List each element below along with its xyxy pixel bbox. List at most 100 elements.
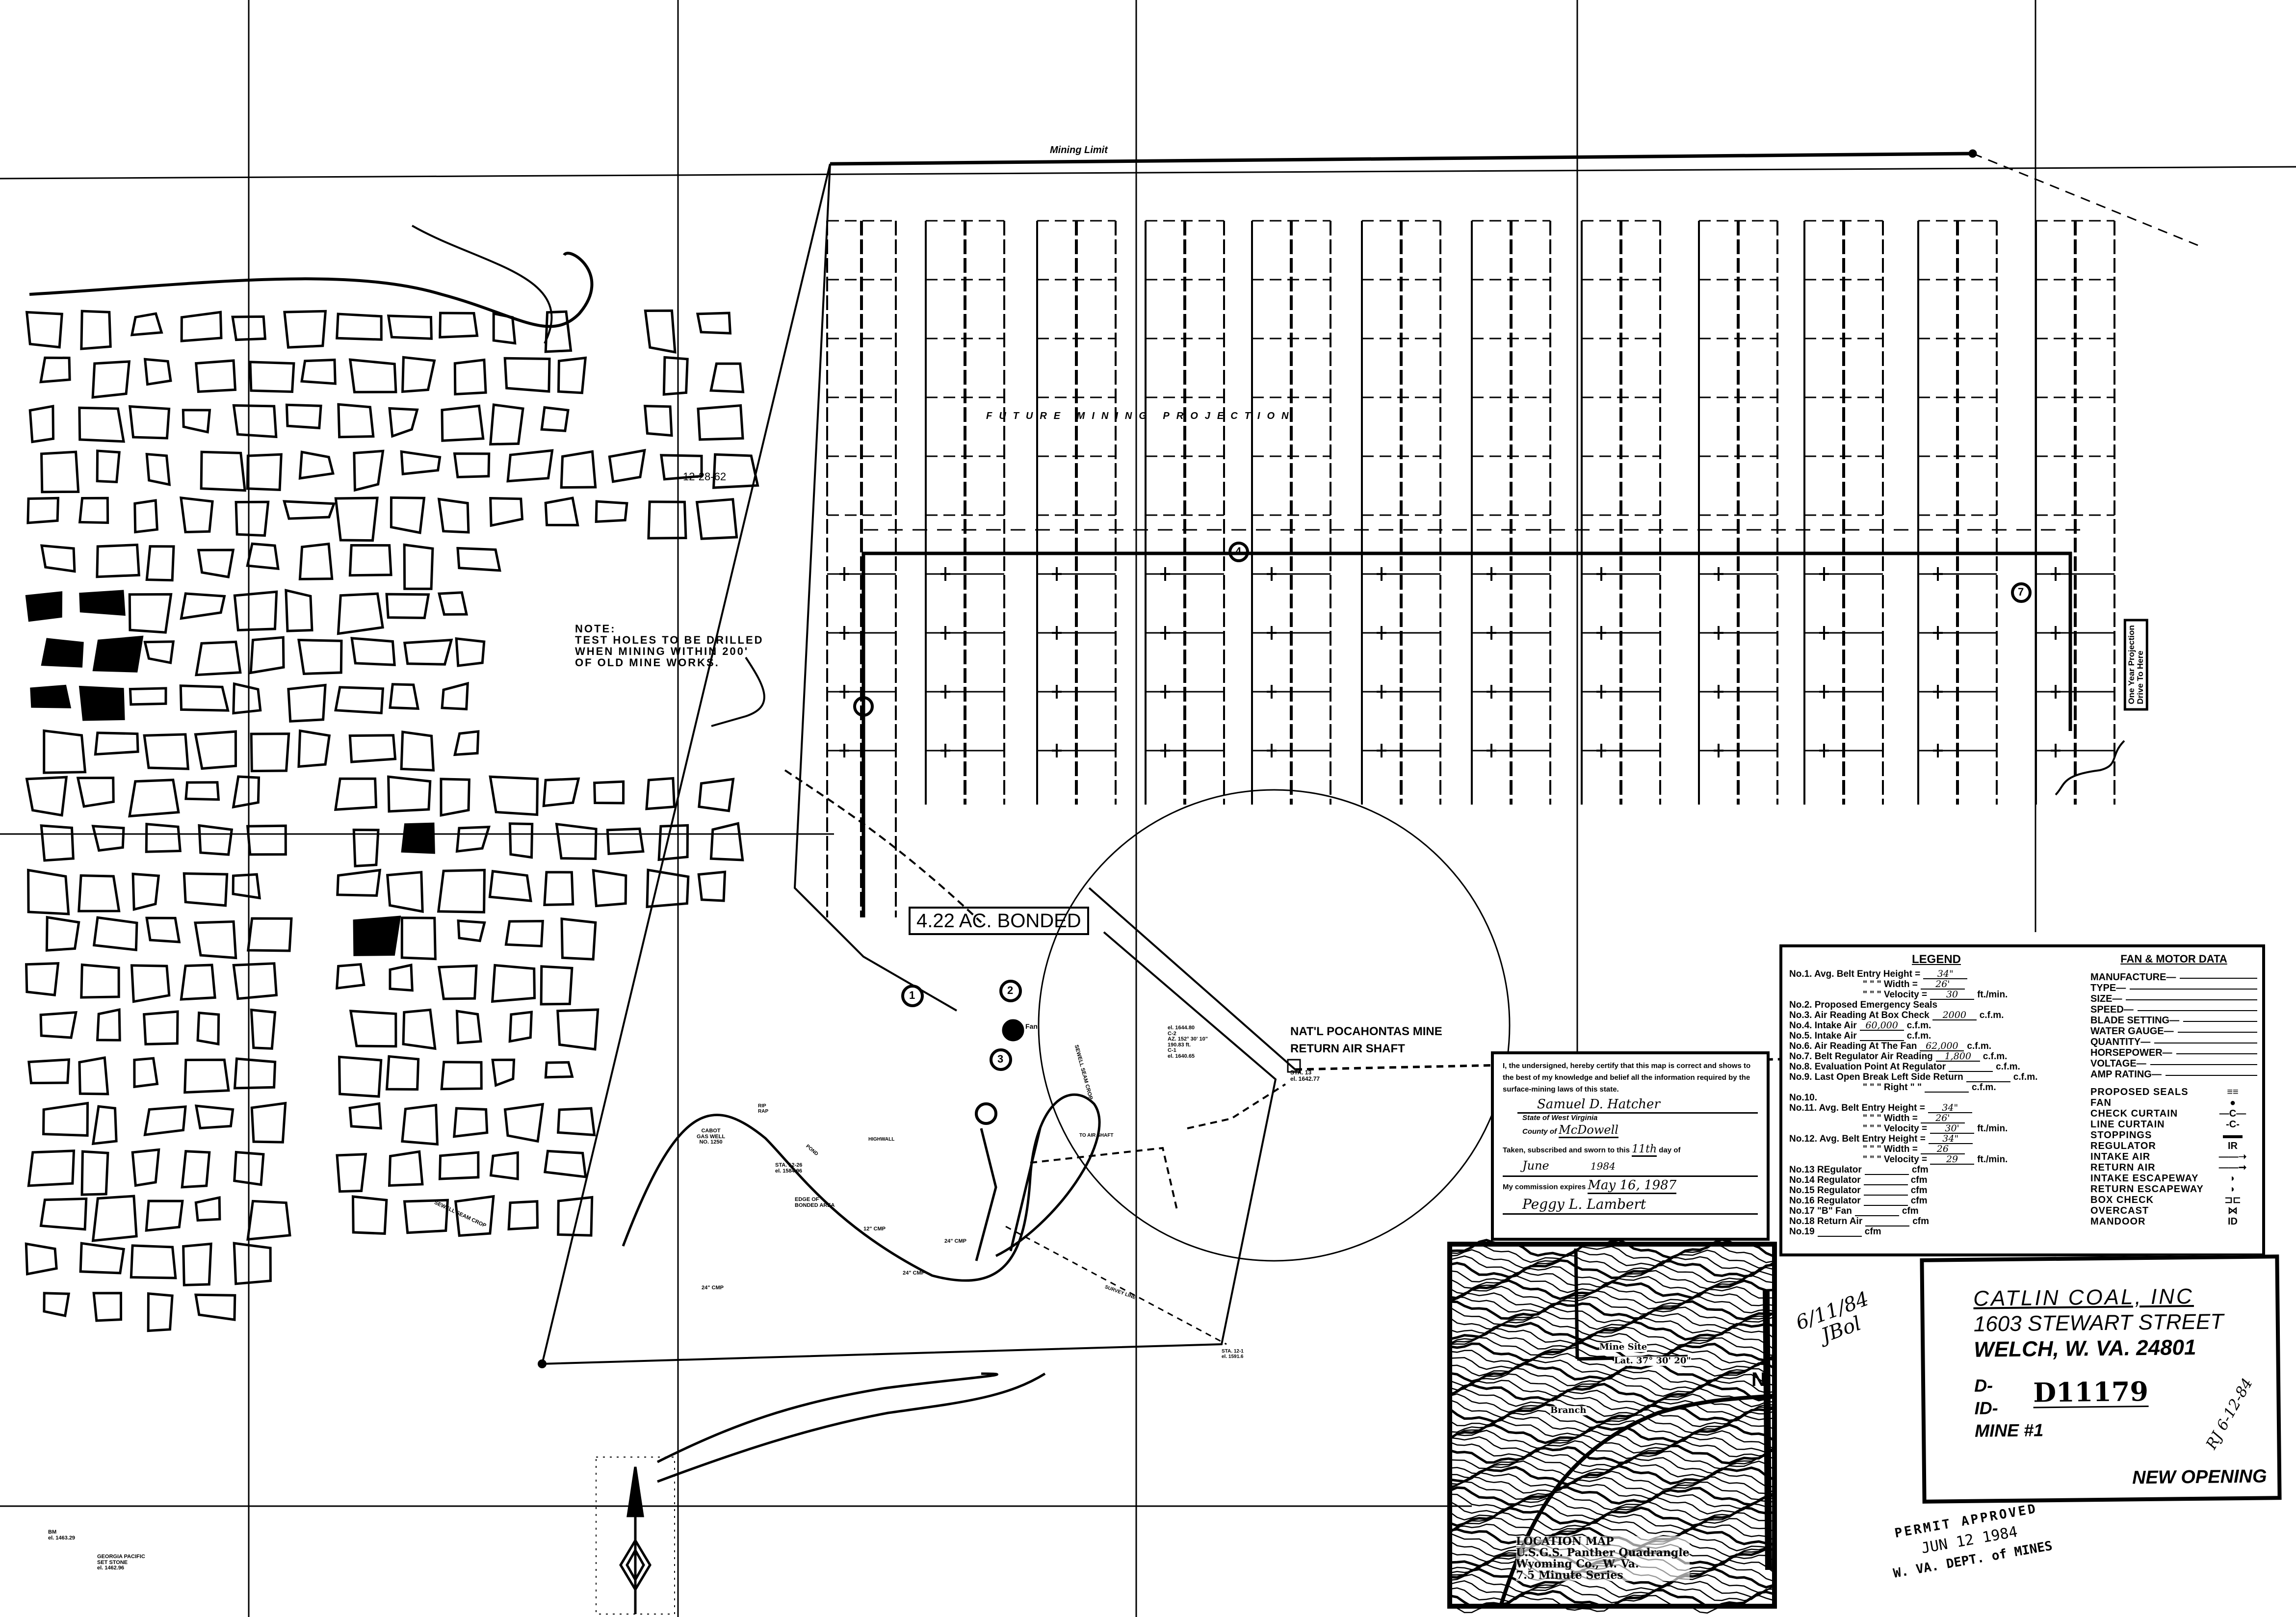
legend-item-label: No.10. [1789, 1093, 1818, 1103]
stopping-mark [2051, 685, 2061, 699]
coal-pillar [180, 311, 223, 342]
coal-pillar [389, 964, 414, 992]
stopping-mark [1052, 685, 1062, 699]
stopping-mark [839, 626, 849, 640]
coal-pillar [198, 824, 234, 856]
coal-pillar [542, 777, 580, 808]
coal-pillar [39, 356, 71, 384]
legend-item-value [1863, 1175, 1908, 1185]
coal-pillar [233, 590, 278, 632]
legend-item-value [1863, 1196, 1908, 1206]
coal-pillar [235, 500, 270, 537]
projection-line: Drive To Here [2135, 651, 2145, 704]
coal-pillar [297, 729, 331, 768]
legend-title: LEGEND [1911, 953, 1961, 966]
shaft-label-line: NAT'L POCAHONTAS MINE [1290, 1025, 1442, 1038]
legend-item-unit: cfm [1910, 1185, 1928, 1196]
coal-pillar [352, 828, 380, 867]
legend-item-value [1817, 1226, 1862, 1237]
coal-pillar [180, 496, 214, 534]
legend-item-label: No.18 Return Air [1789, 1216, 1863, 1226]
stopping-mark [1267, 626, 1277, 640]
coal-pillar [697, 870, 727, 902]
fan-motor-label: BLADE SETTING— [2090, 1015, 2180, 1026]
coal-pillar [80, 1150, 109, 1196]
contour-line [1448, 1382, 1774, 1404]
coal-pillar [336, 1153, 367, 1193]
contour-line [1449, 1296, 1774, 1315]
symbol-icon: ——➝ [2218, 1151, 2247, 1162]
legend-item-label: No.9. Last Open Break Left Side Return [1789, 1072, 1963, 1082]
traverse-line: el. 1640.65 [1168, 1053, 1195, 1059]
coal-pillar [659, 454, 703, 481]
circle-marker: 7 [2018, 586, 2024, 598]
coal-pillar [43, 729, 87, 774]
coal-pillar [128, 405, 171, 440]
coal-pillar [250, 732, 290, 773]
symbol-icon: —C— [2219, 1108, 2246, 1119]
stopping-mark [1160, 744, 1170, 757]
coal-pillar [489, 1151, 519, 1180]
legend-item-label: No.2. Proposed Emergency Seals [1789, 1000, 1938, 1010]
symbol-label: LINE CURTAIN [2090, 1119, 2165, 1130]
coal-pillar [300, 358, 337, 385]
contour-line [1449, 1414, 1774, 1434]
coal-pillar [349, 1010, 397, 1048]
fan-motor-label: VOLTAGE— [2090, 1058, 2146, 1069]
legend-item-value [1865, 1216, 1910, 1226]
coal-pillar [78, 874, 121, 913]
coal-pillar [350, 637, 396, 666]
stopping-mark [1487, 626, 1496, 640]
legend-item-unit: c.f.m. [1996, 1062, 2020, 1072]
fan-motor-field: HORSEPOWER— [2090, 1047, 2257, 1058]
location-title-line: Wyoming Co., W. Va. [1516, 1558, 1639, 1571]
coal-pillar [555, 822, 598, 861]
rip-rap-line: RIP [758, 1103, 766, 1109]
legend-item-value [1859, 1031, 1904, 1041]
coal-pillar [348, 1102, 382, 1130]
coal-pillar [389, 683, 420, 710]
coal-pillar [250, 1101, 287, 1144]
legend-item-label: " " " Width = [1863, 1144, 1918, 1154]
coal-pillar [334, 686, 385, 714]
coal-pillar [698, 778, 735, 812]
legend-item-label: No.19 [1789, 1226, 1815, 1237]
legend-item-value [1854, 1206, 1899, 1216]
coal-pillar [455, 1010, 482, 1044]
contour-line [1449, 1373, 1774, 1392]
legend-item-value: 34" [1928, 1103, 1972, 1113]
contour-line [1449, 1578, 1774, 1598]
old-works-date: 12-28-62 [683, 470, 727, 483]
stopping-mark [1052, 567, 1062, 581]
stopping-mark [1819, 744, 1829, 757]
coal-pillar [80, 963, 120, 999]
coal-pillar [560, 450, 597, 489]
coal-pillar [45, 915, 80, 952]
legend-item-unit: ft./min. [1977, 1154, 2008, 1165]
fan-motor-label: SPEED— [2090, 1004, 2134, 1015]
legend-item: " " " Width =26' [1789, 1113, 2084, 1123]
coal-pillar [92, 1292, 123, 1322]
stopping-mark [839, 567, 849, 581]
cmp-label: 24" CMP [702, 1285, 724, 1291]
coal-pillar [709, 362, 745, 393]
stopping-mark [1052, 744, 1062, 757]
legend-item: No.11. Avg. Belt Entry Height =34" [1789, 1103, 2084, 1113]
coal-pillar [491, 964, 536, 1003]
legend-item-unit: c.f.m. [1983, 1051, 2008, 1062]
symbol-label: FAN [2090, 1097, 2112, 1108]
coal-pillar [91, 1105, 118, 1146]
symbol-icon: -C- [2226, 1119, 2240, 1130]
stopping-mark [1267, 744, 1277, 757]
circle-marker: 4 [1235, 545, 1242, 557]
coal-pillar [129, 687, 167, 706]
coal-pillar [385, 1055, 420, 1091]
stopping-mark [2051, 626, 2061, 640]
legend-box: LEGEND No.1. Avg. Belt Entry Height =34"… [1779, 944, 2265, 1256]
symbol-label: CHECK CURTAIN [2090, 1108, 2178, 1119]
coal-pillar [298, 450, 335, 480]
coal-pillar [180, 964, 216, 1001]
coal-pillar [25, 962, 60, 996]
coal-pillar [145, 452, 171, 486]
